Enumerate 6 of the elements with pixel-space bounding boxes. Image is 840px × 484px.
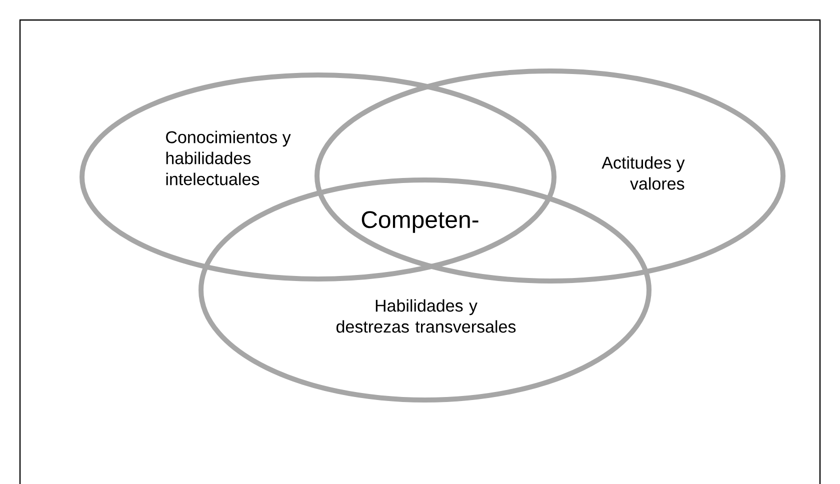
circle-label: Conocimientos y habilidades intelectuales xyxy=(166,130,291,186)
circle-label: Habilidades y destrezas transversales xyxy=(336,299,516,333)
ellipse xyxy=(80,72,556,282)
circle-label: Actitudes y valores xyxy=(602,156,685,190)
ellipse xyxy=(314,68,786,284)
center-label: Competen- xyxy=(362,211,478,233)
